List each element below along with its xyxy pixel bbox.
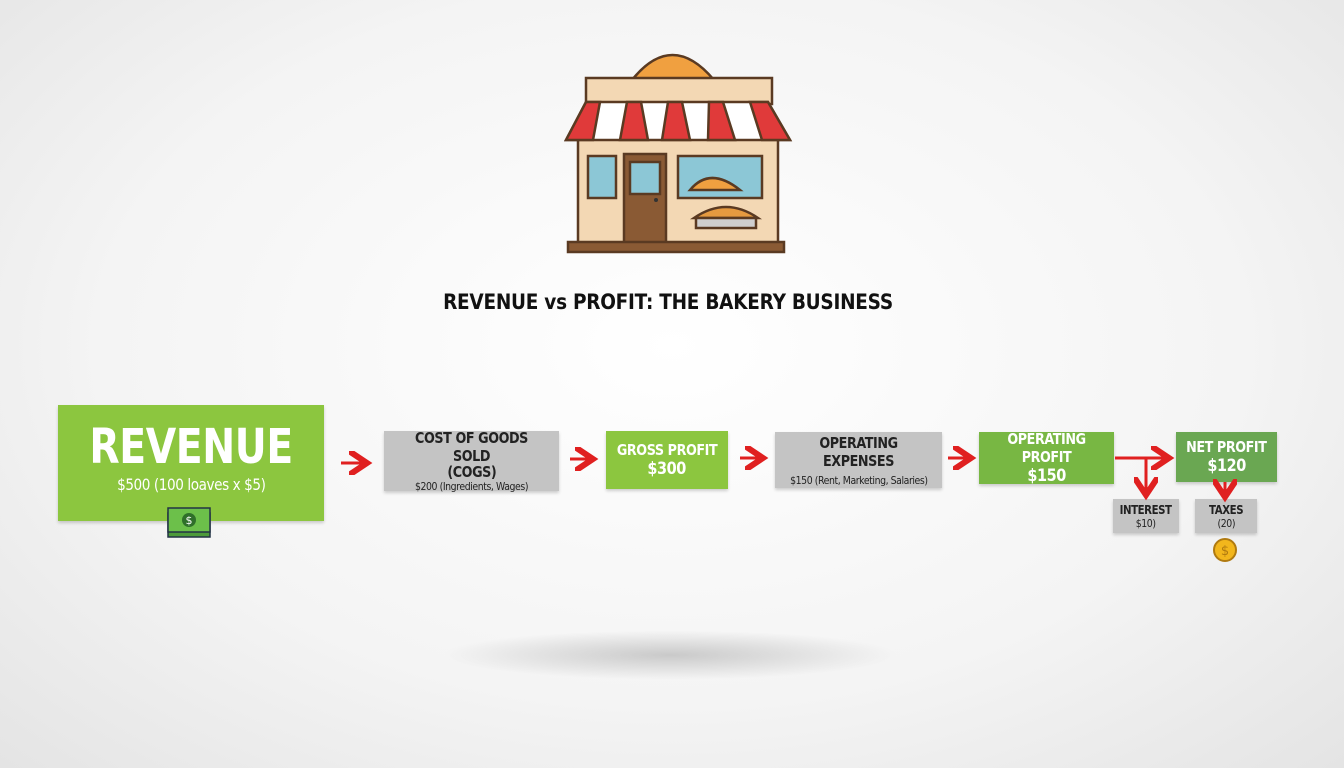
gross-profit-label: GROSS PROFIT xyxy=(616,441,718,459)
operating-profit-label: OPERATING PROFIT xyxy=(1007,430,1086,466)
revenue-label: REVENUE xyxy=(89,418,293,475)
net-profit-label: NET PROFIT xyxy=(1186,438,1267,456)
opex-label: OPERATING EXPENSES xyxy=(819,433,898,470)
cogs-box: COST OF GOODS SOLD (COGS) $200 (Ingredie… xyxy=(384,429,559,493)
gross-profit-box: GROSS PROFIT $300 xyxy=(606,431,728,489)
revenue-box: REVENUE $500 (100 loaves x $5) xyxy=(58,405,324,521)
taxes-label: TAXES xyxy=(1208,502,1244,517)
opex-detail: $150 (Rent, Marketing, Salaries) xyxy=(789,473,928,487)
page-title: REVENUE vs PROFIT: THE BAKERY BUSINESS xyxy=(443,290,893,314)
taxes-box: TAXES (20) xyxy=(1195,499,1257,533)
money-icon: $ xyxy=(167,507,211,538)
gross-profit-value: $300 xyxy=(647,459,687,479)
coin-icon: $ xyxy=(1213,538,1237,562)
net-profit-value: $120 xyxy=(1207,456,1246,476)
svg-text:$: $ xyxy=(1221,544,1229,559)
operating-profit-value: $150 xyxy=(1027,466,1066,486)
cogs-label: COST OF GOODS SOLD xyxy=(415,429,528,465)
interest-value: $10) xyxy=(1136,516,1156,530)
cogs-label-abbr: (COGS) xyxy=(447,463,496,481)
operating-profit-box: OPERATING PROFIT $150 xyxy=(979,430,1114,486)
taxes-value: (20) xyxy=(1217,516,1235,530)
net-profit-box: NET PROFIT $120 xyxy=(1176,432,1277,482)
opex-box: OPERATING EXPENSES $150 (Rent, Marketing… xyxy=(775,432,942,488)
bakery-storefront-illustration xyxy=(563,53,793,254)
svg-text:$: $ xyxy=(186,514,193,527)
interest-box: INTEREST $10) xyxy=(1113,499,1179,533)
revenue-detail: $500 (100 loaves x $5) xyxy=(116,474,266,494)
floor-shadow xyxy=(440,630,900,680)
cogs-detail: $200 (Ingredients, Wages) xyxy=(414,480,529,493)
interest-label: INTEREST xyxy=(1120,502,1172,517)
